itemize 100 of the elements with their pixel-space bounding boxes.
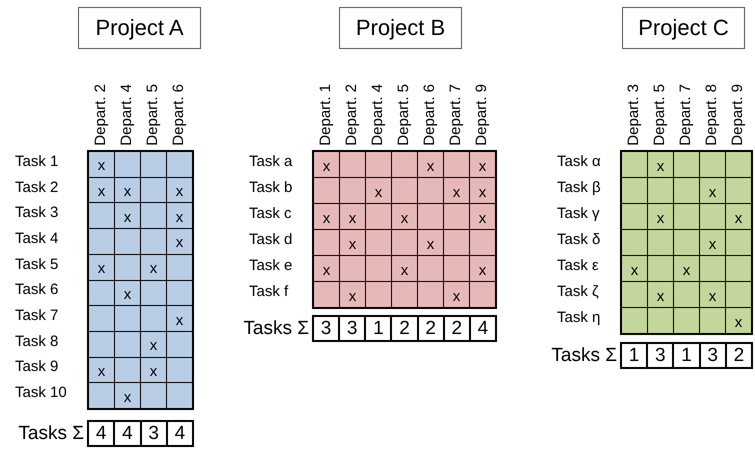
row-label: Task e [249, 258, 292, 273]
matrix-cell: x [366, 178, 391, 203]
matrix-cell: x [470, 178, 495, 203]
matrix-cell: x [340, 282, 365, 307]
matrix-cell: x [340, 230, 365, 255]
row-label: Task b [249, 180, 292, 195]
row-label: Task η [557, 310, 600, 325]
matrix-cell: x [674, 256, 699, 281]
sum-cell: 4 [470, 317, 495, 340]
sum-cell: 1 [674, 344, 699, 367]
matrix-cell: x [115, 383, 140, 408]
sum-cell: 3 [648, 344, 672, 367]
row-label: Task ζ [557, 284, 599, 299]
column-header: Depart. 9 [474, 84, 488, 146]
sum-cell: 4 [89, 422, 114, 445]
row-label: Task γ [557, 206, 600, 221]
sum-cell: 3 [314, 317, 338, 340]
matrix-cell: x [115, 178, 140, 202]
sum-label: Tasks Σ [18, 424, 84, 443]
row-label: Task f [249, 284, 288, 299]
matrix-cell: x [700, 230, 725, 255]
matrix-cell: x [141, 254, 166, 280]
matrix-cell: x [418, 152, 443, 177]
matrix-cell: x [726, 308, 751, 333]
column-header: Depart. 5 [144, 84, 160, 146]
sum-cell: 1 [366, 317, 390, 340]
sum-cell: 2 [392, 317, 417, 340]
sum-cell: 1 [622, 344, 646, 367]
column-header: Depart. 8 [704, 84, 718, 146]
matrix-cell: x [314, 152, 339, 177]
column-header: Depart. 2 [92, 84, 108, 146]
column-header: Depart. 4 [118, 84, 134, 146]
sum-label: Tasks Σ [551, 346, 617, 365]
row-label: Task 8 [15, 334, 58, 349]
matrix-cell: x [648, 152, 673, 177]
row-label: Task 7 [15, 308, 58, 324]
matrix-cell: x [141, 358, 166, 382]
column-header: Depart. 6 [170, 84, 186, 146]
row-label: Task β [557, 180, 601, 195]
matrix-cell: x [444, 178, 469, 203]
matrix-cell: x [89, 178, 114, 202]
matrix-cell: x [470, 204, 495, 229]
column-header: Depart. 4 [370, 84, 384, 146]
column-header: Depart. 6 [422, 84, 436, 146]
matrix-cell: x [648, 204, 673, 229]
column-header: Depart. 7 [448, 84, 462, 146]
matrix-cell: x [700, 282, 725, 307]
row-label: Task 5 [15, 256, 58, 272]
project-title-box: Project C [622, 7, 745, 49]
sum-cell: 2 [444, 317, 469, 340]
matrix-cell: x [167, 178, 192, 202]
column-header: Depart. 2 [344, 84, 358, 146]
matrix-cell: x [470, 256, 495, 281]
matrix-cell: x [726, 204, 751, 229]
matrix-cell: x [314, 256, 339, 281]
sum-label: Tasks Σ [243, 319, 309, 338]
matrix-cell: x [340, 204, 365, 229]
column-header: Depart. 5 [396, 84, 410, 146]
row-label: Task 1 [15, 154, 58, 169]
sum-cell: 3 [142, 422, 166, 445]
matrix-cell: x [392, 256, 417, 281]
matrix-cell: x [314, 204, 339, 229]
row-label: Task 3 [15, 205, 58, 220]
matrix-cell: x [470, 152, 495, 177]
column-header: Depart. 9 [730, 84, 744, 146]
row-label: Task α [557, 154, 601, 169]
project-title-box: Project A [78, 7, 201, 49]
row-label: Task 10 [15, 385, 67, 400]
row-label: Task d [249, 232, 292, 247]
matrix-cell: x [115, 280, 140, 306]
sum-cell: 4 [115, 422, 140, 445]
row-label: Task c [249, 206, 292, 221]
sum-cell: 3 [340, 317, 364, 340]
matrix-cell: x [115, 203, 140, 228]
row-label: Task ε [557, 258, 599, 273]
column-header: Depart. 3 [626, 84, 640, 146]
matrix-cell: x [89, 254, 114, 280]
project-title-box: Project B [339, 7, 462, 49]
row-label: Task 4 [15, 230, 58, 246]
row-label: Task 6 [15, 282, 58, 298]
matrix-cell: x [167, 229, 192, 254]
row-label: Task 9 [15, 359, 58, 374]
column-header: Depart. 5 [652, 84, 666, 146]
matrix-cell: x [141, 332, 166, 357]
sum-cell: 3 [700, 344, 725, 367]
sum-cell: 4 [168, 422, 192, 445]
row-label: Task 2 [15, 180, 58, 195]
row-label: Task δ [557, 232, 600, 247]
matrix-cell: x [167, 306, 192, 331]
matrix-cell: x [700, 178, 725, 203]
matrix-cell: x [444, 282, 469, 307]
matrix-cell: x [648, 282, 673, 307]
row-label: Task a [249, 154, 292, 169]
column-header: Depart. 7 [678, 84, 692, 146]
matrix-cell: x [622, 256, 647, 281]
sum-cell: 2 [726, 344, 751, 367]
matrix-cell: x [167, 203, 192, 228]
matrix-cell: x [89, 152, 114, 177]
matrix-cell: x [392, 204, 417, 229]
matrix-cell: x [89, 358, 114, 382]
